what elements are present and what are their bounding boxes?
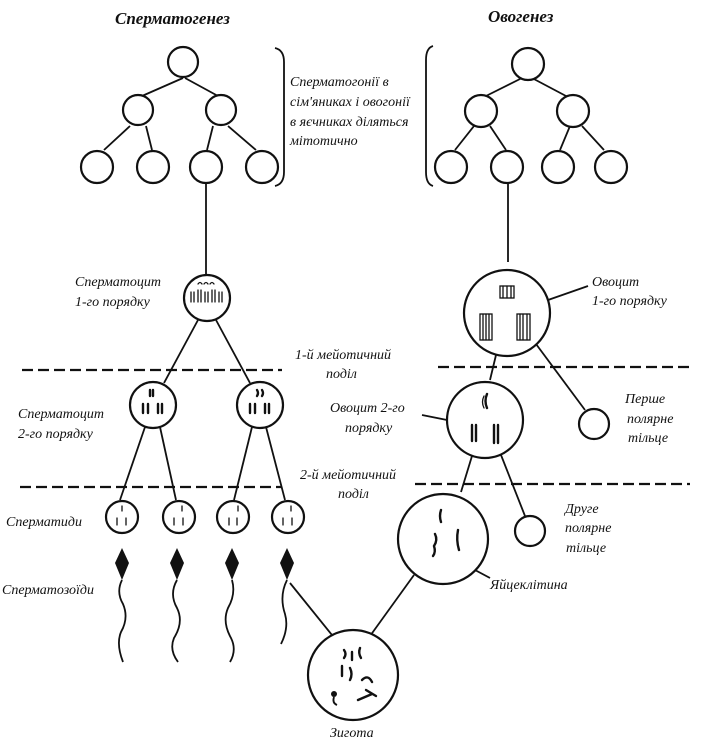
- connector: [163, 319, 199, 384]
- spermatogonium-cell: [135, 149, 171, 185]
- right-bracket: [425, 45, 434, 187]
- oogonium-cell: [540, 149, 576, 185]
- label-meiosis-2: 2-й мейотичний: [300, 468, 396, 483]
- oogonium-cell: [555, 93, 591, 129]
- spermatogonium-cell: [79, 149, 115, 185]
- sperm-cell: [280, 548, 294, 645]
- oogonia-tree: [433, 46, 629, 185]
- spermatid-cell: [270, 499, 306, 535]
- first-polar-body: [577, 407, 611, 441]
- sperm-cell: [170, 548, 184, 663]
- connector: [215, 319, 251, 384]
- oogonium-cell: [463, 93, 499, 129]
- label-line: сім'яниках і овогонії: [290, 95, 411, 110]
- label-oocyte-1: Овоцит: [592, 275, 639, 290]
- oocyte-1-cell: [462, 268, 552, 358]
- label-line: Сперматогонії в: [290, 75, 389, 90]
- label-spermatocyte-2: Сперматоцит: [18, 407, 104, 422]
- connector: [159, 426, 177, 501]
- oogonium-cell: [433, 149, 469, 185]
- label-line: в яєчниках діляться: [290, 115, 409, 130]
- label-spermatocyte-1: Сперматоцит: [75, 275, 161, 290]
- sperm-cell: [115, 548, 129, 663]
- label-polar-2: полярне: [565, 521, 611, 536]
- pointer-line: [421, 414, 448, 421]
- pointer-line: [547, 285, 589, 301]
- spermatogonia-tree: [79, 45, 280, 185]
- connector: [265, 426, 286, 501]
- label-polar-1: Перше: [624, 392, 665, 407]
- oogonium-cell: [593, 149, 629, 185]
- label-oocyte-2: порядку: [345, 421, 393, 436]
- left-bracket: [274, 47, 285, 187]
- label-zygote: Зигота: [330, 726, 374, 741]
- label-meiosis-1: поділ: [326, 367, 357, 382]
- pointer-line: [474, 569, 491, 579]
- label-line: мітотично: [289, 134, 358, 149]
- spermatid-cell: [161, 499, 197, 535]
- spermatid-cell: [104, 499, 140, 535]
- connector: [460, 455, 473, 493]
- label-sperm: Сперматозоїди: [2, 583, 94, 598]
- title-oogenesis: Овогенез: [488, 7, 554, 26]
- spermatogonium-cell: [188, 149, 224, 185]
- connector: [489, 354, 497, 381]
- spermatogonium-cell: [121, 93, 155, 127]
- label-polar-1: тільце: [628, 431, 668, 446]
- label-oocyte-1: 1-го порядку: [592, 294, 668, 309]
- egg-cell: [396, 492, 490, 586]
- connector: [233, 426, 253, 501]
- oogonium-cell: [489, 149, 525, 185]
- label-polar-2: тільце: [566, 541, 606, 556]
- label-meiosis-1: 1-й мейотичний: [295, 348, 391, 363]
- label-egg: Яйцеклітина: [489, 578, 568, 593]
- fertilization-line: [289, 582, 337, 641]
- fertilization-line: [369, 574, 415, 637]
- oogonium-cell: [510, 46, 546, 82]
- zygote-cell: [306, 628, 400, 722]
- spermatogonium-cell: [166, 45, 200, 79]
- spermatocyte-1-cell: [182, 273, 232, 323]
- spermatid-cell: [215, 499, 251, 535]
- oocyte-2-cell: [445, 380, 525, 460]
- title-spermatogenesis: Сперматогенез: [115, 9, 230, 28]
- label-meiosis-2: поділ: [338, 487, 369, 502]
- spermatocyte-2-cell: [128, 380, 178, 430]
- label-oocyte-2: Овоцит 2-го: [330, 401, 405, 416]
- spermatogonium-cell: [204, 93, 238, 127]
- label-spermatids: Сперматиди: [6, 515, 82, 530]
- sperm-cell: [224, 548, 239, 663]
- label-polar-1: полярне: [627, 412, 673, 427]
- connector: [500, 454, 526, 517]
- label-spermatocyte-1: 1-го порядку: [75, 295, 151, 310]
- connector: [119, 426, 146, 501]
- spermatogonium-cell: [244, 149, 280, 185]
- label-polar-2: Друге: [563, 502, 599, 517]
- label-spermatocyte-2: 2-го порядку: [18, 427, 94, 442]
- spermatocyte-2-cell: [235, 380, 285, 430]
- spermatogonia-label: Сперматогонії в сім'яниках і овогонії в …: [289, 75, 411, 149]
- second-polar-body: [513, 514, 547, 548]
- connector: [535, 343, 586, 411]
